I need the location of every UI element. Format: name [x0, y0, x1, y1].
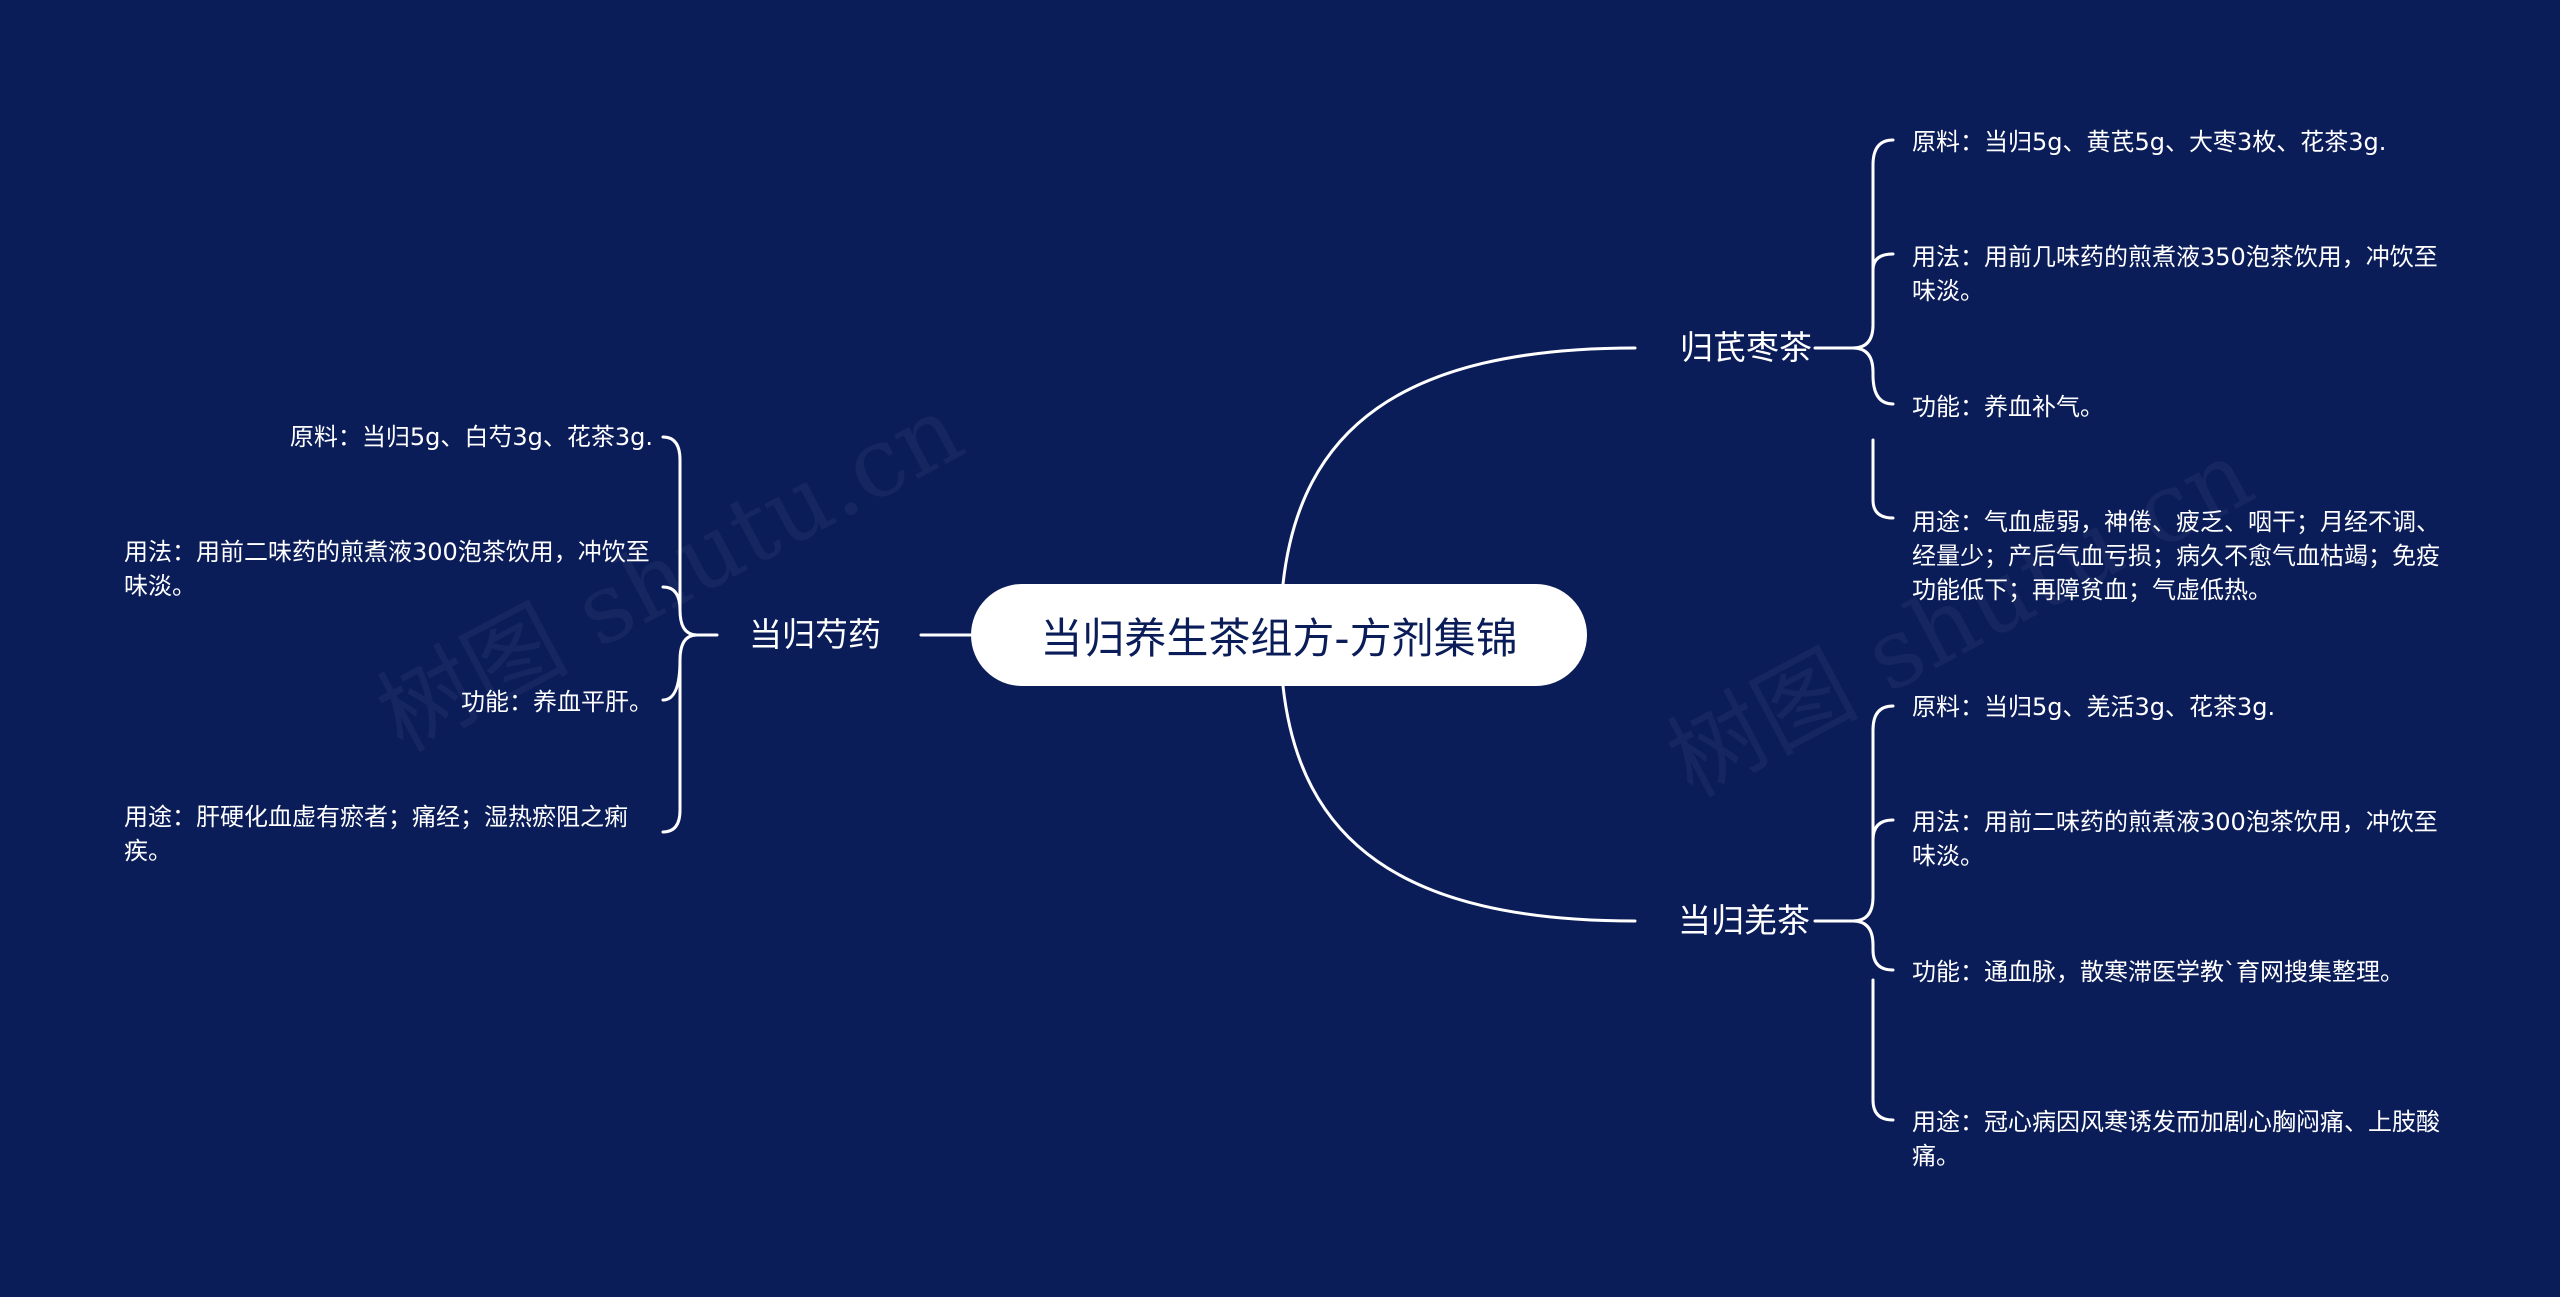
leaf-branch-1-item-3: 用途：气血虚弱，神倦、疲乏、咽干；月经不调、经量少；产后气血亏损；病久不愈气血枯…	[1912, 508, 2440, 604]
leaf-branch-1-item-1: 用法：用前几味药的煎煮液350泡茶饮用，冲饮至味淡。	[1912, 243, 2438, 305]
leaf-branch-1-item-2: 功能：养血补气。	[1912, 393, 2104, 421]
leaf-branch-0-item-3: 用途：肝硬化血虚有瘀者；痛经；湿热瘀阻之痢疾。	[124, 803, 628, 865]
bracket-branch-2	[1851, 704, 1895, 1122]
leaf-branch-2-item-1: 用法：用前二味药的煎煮液300泡茶饮用，冲饮至味淡。	[1912, 808, 2438, 870]
branch-node-gui-qi-zao-cha[interactable]: 归芪枣茶	[1680, 328, 1812, 367]
leaf-branch-1-item-0: 原料：当归5g、黄芪5g、大枣3枚、花茶3g.	[1912, 128, 2387, 156]
leaf-branch-2-item-2: 功能：通血脉，散寒滞医学教`育网搜集整理。	[1912, 958, 2404, 986]
leaf-branch-2-item-0: 原料：当归5g、羌活3g、花茶3g.	[1912, 693, 2276, 721]
leaf-branch-0-item-0: 原料：当归5g、白芍3g、花茶3g.	[289, 423, 653, 451]
leaf-branch-0-item-1: 用法：用前二味药的煎煮液300泡茶饮用，冲饮至味淡。	[124, 538, 650, 600]
bracket-branch-1	[1851, 138, 1895, 520]
link-root-branch-1	[1281, 346, 1637, 586]
root-node[interactable]: 当归养生茶组方-方剂集锦	[971, 584, 1587, 686]
branch-node-danggui-shaoyao[interactable]: 当归芍药	[749, 615, 881, 654]
leaf-branch-2-item-3: 用途：冠心病因风寒诱发而加剧心胸闷痛、上肢酸痛。	[1912, 1108, 2440, 1170]
bracket-branch-0	[661, 435, 699, 834]
leaf-branch-0-item-2: 功能：养血平肝。	[461, 688, 653, 716]
branch-node-danggui-qiang-cha[interactable]: 当归羌茶	[1678, 901, 1810, 940]
link-root-branch-2	[1281, 684, 1637, 923]
